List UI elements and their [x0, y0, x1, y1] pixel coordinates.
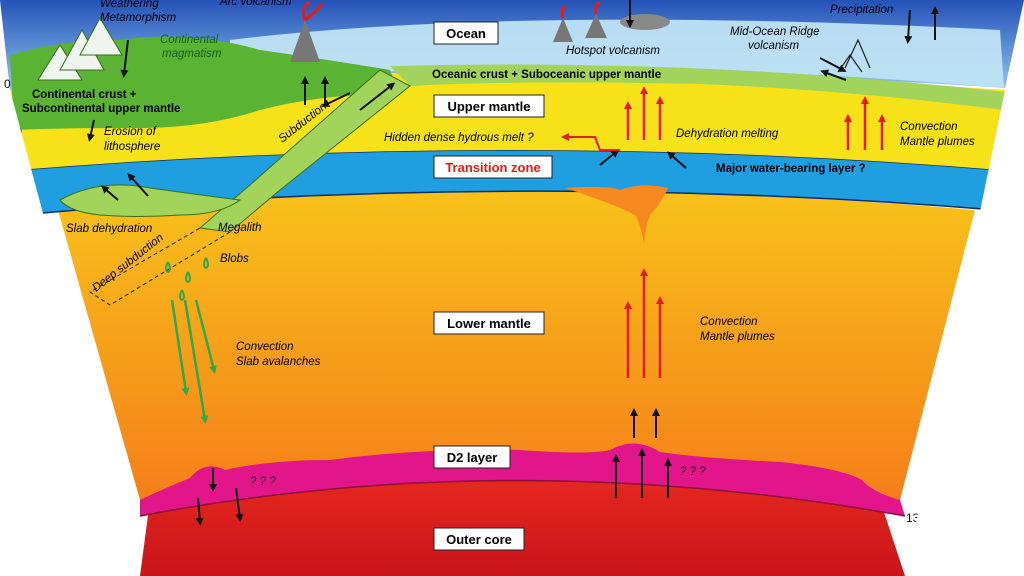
depth-left-0: 0: [4, 77, 11, 91]
erosion-label-2: lithosphere: [104, 141, 160, 153]
convection-mid-label-2: Mantle plumes: [700, 331, 775, 343]
svg-text:Transition zone: Transition zone: [445, 160, 540, 175]
oceanic-crust: [390, 64, 1005, 110]
dehydration-melting-label: Dehydration melting: [676, 128, 779, 140]
continental-magmatism-label: Continental: [160, 34, 219, 46]
ocean-label-box: Ocean: [433, 21, 499, 45]
top-black-arrows: [86, 0, 939, 201]
oceanic-crust-label: Oceanic crust + Suboceanic upper mantle: [432, 69, 661, 81]
mountain-icon: [79, 16, 123, 56]
d2-layer-label-box: D2 layer: [433, 445, 511, 469]
d2-layer-region: [140, 443, 905, 516]
arc-volcano-icon: [290, 0, 324, 62]
continental-crust-label-2: Subcontinental upper mantle: [22, 103, 180, 115]
precipitation-label: Precipitation: [830, 4, 893, 16]
convection-top-label-2: Mantle plumes: [900, 136, 975, 148]
hidden-melt-label: Hidden dense hydrous melt ?: [384, 132, 534, 144]
blob-drops: [165, 257, 209, 302]
plume-head: [565, 185, 668, 245]
transition-zone-label-box: Transition zone: [433, 155, 553, 179]
upper-mantle-label-box: Upper mantle: [433, 94, 545, 118]
lower-mantle-label-box: Lower mantle: [433, 311, 545, 335]
svg-text:Outer core: Outer core: [446, 532, 512, 547]
outer-core-region: [140, 465, 905, 576]
svg-text:D2 layer: D2 layer: [447, 450, 498, 465]
outer-core-label-box: Outer core: [433, 527, 525, 551]
green-avalanche-arrows: [170, 299, 217, 424]
lower-red-arrows: [624, 268, 664, 378]
megalith-label: Megalith: [218, 222, 261, 234]
weathering-label: Weathering: [100, 0, 159, 10]
blobs-label: Blobs: [220, 253, 249, 265]
question-marks-left: ? ? ?: [250, 476, 276, 488]
mid-ocean-ridge-label-2: volcanism: [748, 40, 800, 52]
continental-magmatism-label-2: magmatism: [162, 48, 222, 60]
ocean-water: [230, 19, 1004, 88]
hidden-melt-arrow: [561, 133, 620, 151]
arc-volcanism-label: Arc volcanism: [219, 0, 292, 8]
water-layer-label: Major water-bearing layer ?: [716, 163, 866, 175]
erosion-label: Erosion of: [104, 126, 158, 138]
svg-text:Ocean: Ocean: [446, 26, 486, 41]
upper-red-arrows: [624, 86, 886, 150]
lower-mantle-region: [58, 190, 975, 500]
svg-text:Upper mantle: Upper mantle: [447, 99, 530, 114]
hotspot-volcanism-label: Hotspot volcanism: [566, 45, 660, 57]
svg-text:Lower mantle: Lower mantle: [447, 316, 531, 331]
convection-left-label-2: Slab avalanches: [236, 356, 321, 368]
metamorphism-label: Metamorphism: [100, 12, 176, 24]
mid-ocean-ridge-label: Mid-Ocean Ridge: [730, 26, 819, 38]
slab-dehydration-label: Slab dehydration: [66, 223, 152, 235]
continental-crust-label: Continental crust +: [32, 89, 137, 101]
convection-left-label: Convection: [236, 341, 294, 353]
convection-mid-label: Convection: [700, 316, 758, 328]
question-marks-right: ? ? ?: [680, 466, 706, 478]
convection-top-label: Convection: [900, 121, 958, 133]
d2-black-arrows: [195, 408, 672, 526]
